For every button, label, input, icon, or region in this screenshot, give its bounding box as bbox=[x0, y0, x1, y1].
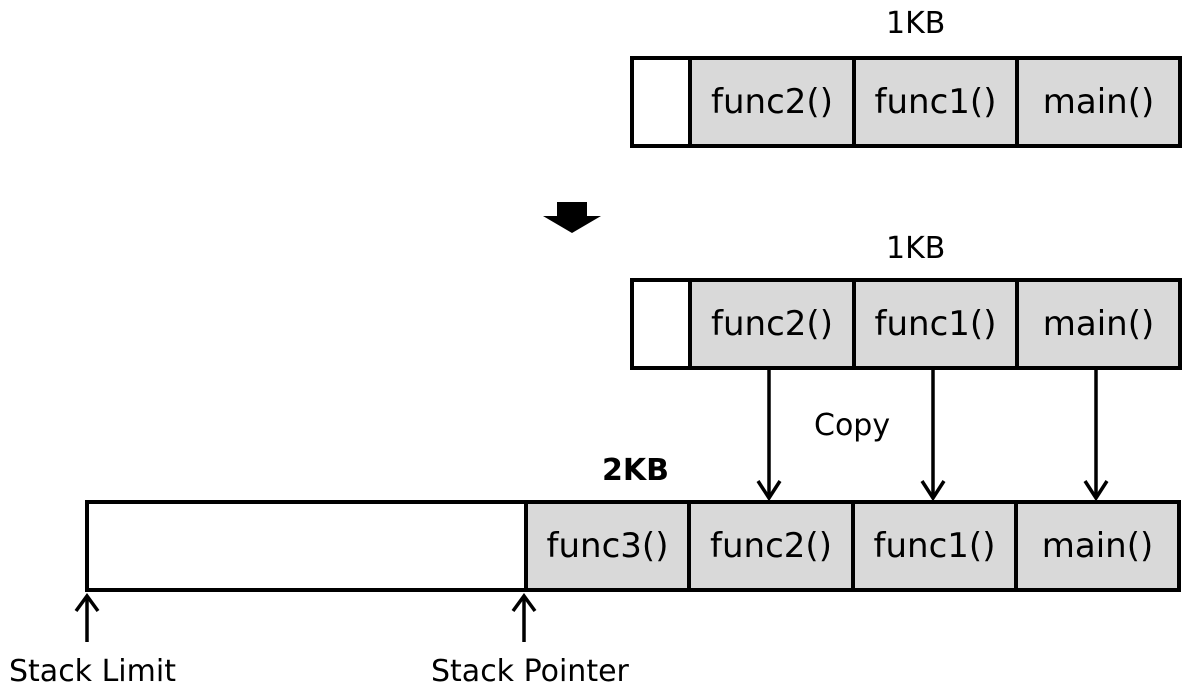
bottom-stack: func3() func2() func1() main() bbox=[85, 500, 1181, 592]
bottom-stack-free-space bbox=[85, 500, 528, 592]
middle-stack: func2() func1() main() bbox=[630, 278, 1182, 370]
top-stack-size-label: 1KB bbox=[886, 6, 946, 41]
bottom-stack-frame-func2: func2() bbox=[687, 500, 855, 592]
top-stack-frame-func2: func2() bbox=[688, 56, 856, 148]
top-stack: func2() func1() main() bbox=[630, 56, 1182, 148]
middle-stack-frame-func2: func2() bbox=[688, 278, 856, 370]
bottom-stack-frame-func3: func3() bbox=[524, 500, 691, 592]
bottom-stack-size-label: 2KB bbox=[602, 453, 669, 488]
middle-stack-size-label: 1KB bbox=[886, 231, 946, 266]
top-stack-frame-main: main() bbox=[1015, 56, 1182, 148]
stack-pointer-label: Stack Pointer bbox=[431, 654, 629, 689]
bottom-stack-frame-main: main() bbox=[1014, 500, 1181, 592]
bottom-stack-frame-func1: func1() bbox=[851, 500, 1018, 592]
stack-limit-label: Stack Limit bbox=[9, 654, 176, 689]
middle-stack-frame-main: main() bbox=[1015, 278, 1182, 370]
middle-stack-frame-func1: func1() bbox=[852, 278, 1019, 370]
copy-label: Copy bbox=[814, 408, 891, 443]
